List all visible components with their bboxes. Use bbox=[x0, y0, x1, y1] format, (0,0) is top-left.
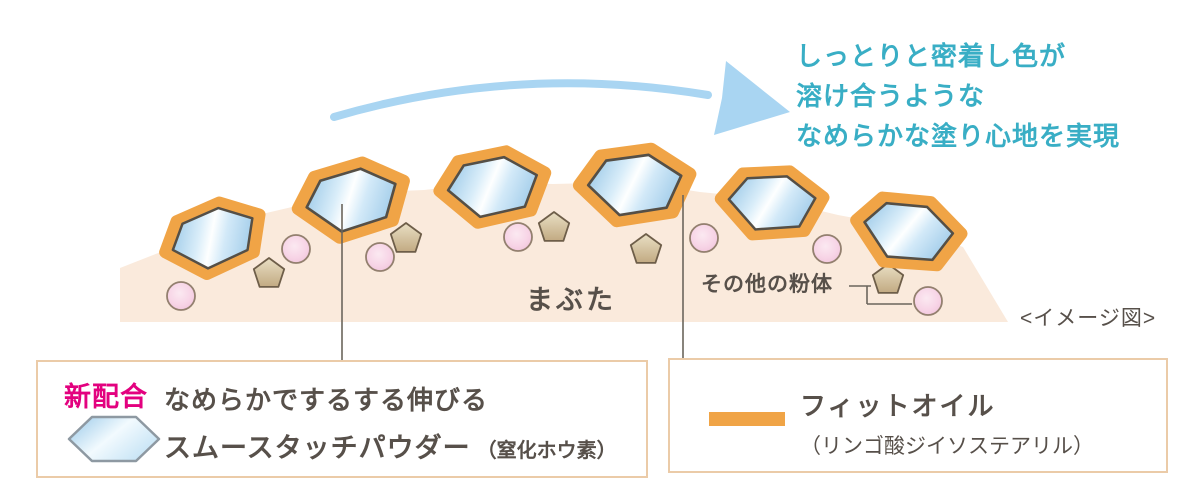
coated-powder-hexagon bbox=[714, 165, 830, 241]
benefit-note-text: しっとりと密着し色が 溶け合うような なめらかな塗り心地を実現 bbox=[796, 41, 1121, 151]
smooth-touch-powder-face bbox=[171, 206, 254, 270]
fit-oil-swatch bbox=[709, 412, 785, 426]
coated-powder-hexagon bbox=[291, 156, 410, 244]
other-powder-pentagon bbox=[389, 222, 423, 253]
powder-name: スムースタッチパウダー bbox=[164, 433, 471, 463]
powder-hexagon-icon bbox=[67, 415, 161, 463]
other-powder-sphere bbox=[365, 242, 395, 272]
other-powder-pentagon bbox=[252, 257, 286, 288]
other-powder-pentagon bbox=[629, 233, 663, 264]
other-powder-sphere bbox=[503, 222, 533, 252]
oil-legend-title: フィットオイル bbox=[800, 391, 996, 421]
powder-ingredient-note: （窒化ホウ素） bbox=[476, 440, 617, 462]
other-powder-sphere bbox=[281, 234, 311, 264]
oil-legend-text: フィットオイル （リンゴ酸ジイソステアリル） bbox=[800, 386, 1094, 460]
other-powder-sphere bbox=[689, 223, 719, 253]
coated-powder-hexagon bbox=[572, 142, 697, 228]
other-powder-sphere bbox=[166, 281, 196, 311]
motion-arrow bbox=[330, 79, 712, 121]
smooth-touch-powder-face bbox=[586, 153, 683, 217]
other-powder-pentagon bbox=[537, 211, 571, 242]
smooth-touch-powder-face bbox=[727, 175, 817, 231]
smooth-touch-powder-legend-box: 新配合 なめらかでするする伸びる スムースタッチパウダー（窒化ホウ素） bbox=[36, 360, 648, 478]
motion-arrow-head bbox=[714, 61, 790, 135]
coated-powder-hexagon bbox=[850, 191, 968, 272]
new-formula-badge: 新配合 bbox=[64, 382, 148, 412]
powder-legend-line2: スムースタッチパウダー（窒化ホウ素） bbox=[164, 426, 617, 465]
fit-oil-legend-box: フィットオイル （リンゴ酸ジイソステアリル） bbox=[668, 358, 1168, 473]
image-note-label: <イメージ図> bbox=[1020, 307, 1157, 330]
coated-powder-hexagon bbox=[433, 145, 552, 229]
eyelid-label: まぶた bbox=[526, 285, 616, 315]
coated-powder-hexagon bbox=[159, 196, 266, 281]
oil-ingredient-note: （リンゴ酸ジイソステアリル） bbox=[800, 435, 1094, 458]
other-powder-pentagon bbox=[871, 263, 905, 294]
powder-legend-text: なめらかでするする伸びる スムースタッチパウダー（窒化ホウ素） bbox=[164, 380, 617, 465]
other-powder-sphere bbox=[812, 234, 842, 264]
powder-legend-line1: なめらかでするする伸びる bbox=[164, 385, 489, 415]
other-powder-sphere bbox=[913, 286, 943, 316]
other-powders-label: その他の粉体 bbox=[701, 273, 833, 296]
smooth-touch-powder-face bbox=[863, 201, 955, 262]
smooth-touch-powder-face bbox=[446, 155, 539, 219]
